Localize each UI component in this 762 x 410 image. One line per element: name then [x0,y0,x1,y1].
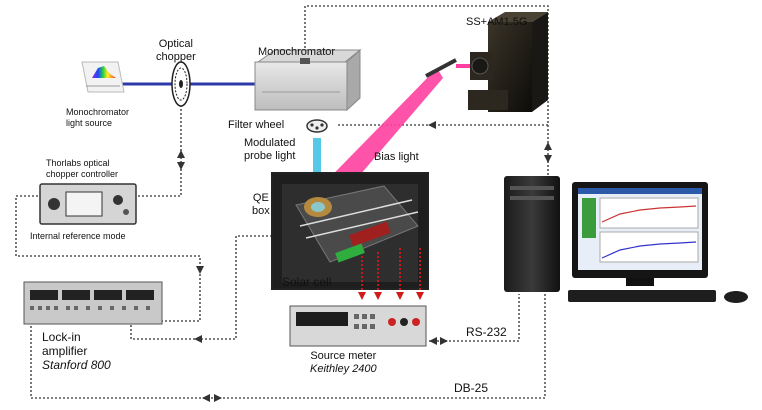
mono-light-source-icon [81,61,125,93]
lead-arrows [358,292,424,300]
source-meter-model: Keithley 2400 [310,363,377,375]
solar-cell-label: Solar cell [282,275,332,289]
lockin-line-1: Lock-in [42,330,81,344]
arrow-down-pc [544,155,552,163]
rs232-label: RS-232 [466,325,507,339]
arrow-down-chopper [177,162,185,170]
arrow-left-db25 [202,394,210,402]
monochromator-label: Monochromator [258,46,336,58]
filter-wheel-icon [306,119,328,133]
thorlabs-line-1: Thorlabs optical [46,158,110,168]
lockin-label: Lock-in amplifier Stanford 800 [42,330,111,372]
source-meter-icon [289,305,427,347]
cable-controller-lockin-left [15,195,201,322]
optical-chopper-label: Optical chopper [156,38,196,64]
chopper-controller-icon [39,183,137,225]
arrow-left-lockin [194,335,202,343]
source-meter-title: Source meter [310,350,377,362]
solar-simulator-icon [468,12,548,112]
cable-chopper-controller [137,85,182,197]
filter-wheel-label: Filter wheel [228,119,285,131]
source-meter-label: Source meter Keithley 2400 [310,350,377,376]
arrow-left-filterwheel [428,121,436,129]
arrow-up-pc [544,142,552,150]
qe-box-line-1: QE [252,192,269,204]
bias-light-label: Bias light [374,151,419,163]
optical-chopper-line-2: chopper [156,51,196,63]
thorlabs-label: Thorlabs optical chopper controller [46,158,118,180]
mono-light-source-line-1: Monochromator [66,107,130,117]
cable-rs232 [429,294,520,342]
modulated-probe-label: Modulated probe light [244,137,295,163]
mono-light-source-label: Monochromator light source [66,107,129,129]
cable-arrows [177,121,552,402]
qe-box-icon [271,172,429,290]
thorlabs-line-2: chopper controller [46,169,119,179]
internal-ref-label: Internal reference mode [30,231,126,241]
cable-qebox-lockin [130,235,272,340]
computer-icon [504,176,748,303]
modulated-probe-line-2: probe light [244,150,296,162]
arrow-right-rs232 [440,337,448,345]
qe-box-line-2: box [252,205,270,217]
optical-chopper-line-1: Optical [158,38,193,50]
ss-am-label: SS+AM1.5G [466,16,528,28]
mono-light-source-line-2: light source [66,118,113,128]
arrow-right-db25 [214,394,222,402]
arrow-up-chopper [177,150,185,158]
db25-label: DB-25 [454,381,489,395]
modulated-probe-line-1: Modulated [244,137,296,149]
arrow-down-lockin [196,266,204,274]
lockin-line-2: amplifier [42,344,88,358]
monochromator-box-icon [254,48,362,112]
qe-box-label: QE box [252,192,270,218]
solar-cell-leads [361,248,421,296]
lockin-amplifier-icon [23,281,163,325]
lockin-model: Stanford 800 [42,358,111,372]
cable-db25 [30,294,546,399]
chopper-wheel-icon [171,61,191,107]
arrow-left-rs232 [429,337,437,345]
